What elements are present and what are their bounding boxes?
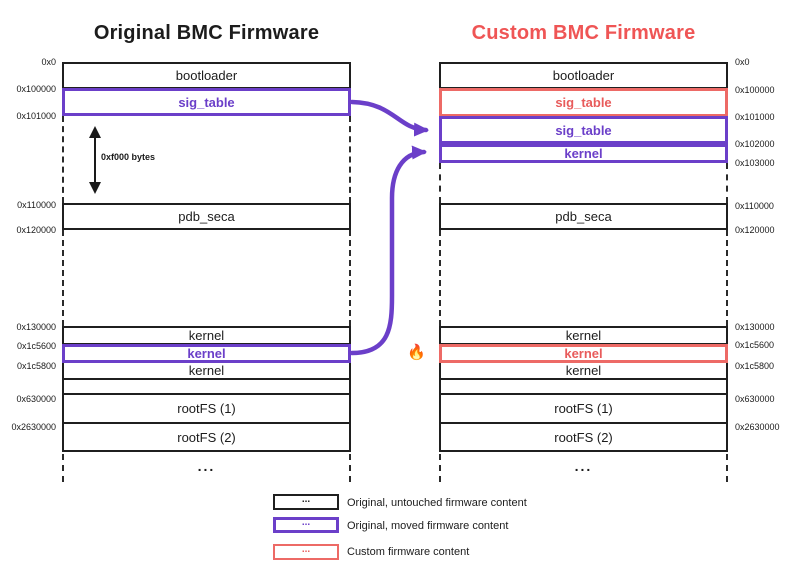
left-address-0x2630000: 0x2630000: [11, 422, 56, 432]
left-segment-kernel-3: kernel: [62, 363, 351, 380]
right-edge-connector-right: [726, 379, 728, 394]
left-edge-connector-left: [62, 379, 64, 394]
right-address-0x100000: 0x100000: [735, 85, 775, 95]
fire-emoji: 🔥: [407, 344, 426, 361]
right-dashed-gap-1-left: [439, 163, 441, 203]
left-address-0x101000: 0x101000: [16, 111, 56, 121]
legend-label-moved: Original, moved firmware content: [347, 520, 509, 532]
left-dashed-gap-1-right: [349, 116, 351, 203]
right-dashed-gap-2-right: [726, 230, 728, 326]
left-dashed-gap-2-left: [62, 230, 64, 326]
right-dashed-gap-1-right: [726, 163, 728, 203]
right-segment-sig-table-custom: sig_table: [439, 88, 728, 117]
right-segment-bootloader: bootloader: [439, 62, 728, 89]
right-address-0x101000: 0x101000: [735, 112, 775, 122]
right-address-0x2630000: 0x2630000: [735, 422, 780, 432]
right-address-0x0: 0x0: [735, 57, 750, 67]
right-column-title: Custom BMC Firmware: [471, 22, 696, 44]
right-segment-kernel-moved: kernel: [439, 144, 728, 163]
right-segment-pdb-seca: pdb_seca: [439, 203, 728, 230]
left-column-title: Original BMC Firmware: [93, 22, 320, 44]
left-edge-connector-right: [349, 379, 351, 394]
right-segment-kernel-custom: kernel: [439, 344, 728, 363]
legend-label-untouched: Original, untouched firmware content: [347, 497, 527, 509]
legend-swatch-moved-dots: ...: [301, 517, 311, 528]
legend-swatch-untouched: ...: [273, 494, 339, 510]
left-address-0x1c5600: 0x1c5600: [16, 341, 56, 351]
legend-swatch-moved: ...: [273, 517, 339, 533]
sig-table-move-arrow: [349, 99, 429, 137]
left-address-0x110000: 0x110000: [17, 200, 56, 210]
right-address-0x102000: 0x102000: [735, 139, 775, 149]
right-segment-sig-table-moved: sig_table: [439, 116, 728, 144]
right-address-0x1c5800: 0x1c5800: [735, 361, 775, 371]
left-dashed-gap-2-right: [349, 230, 351, 326]
right-address-0x103000: 0x103000: [735, 158, 775, 168]
left-address-0x1c5800: 0x1c5800: [16, 361, 56, 371]
right-address-0x630000: 0x630000: [735, 394, 775, 404]
right-address-0x120000: 0x120000: [735, 225, 775, 235]
right-segment-rootfs-2: rootFS (2): [439, 424, 728, 452]
kernel-move-arrow: [349, 145, 427, 356]
legend-swatch-custom: ...: [273, 544, 339, 560]
left-address-0x630000: 0x630000: [16, 394, 56, 404]
right-segment-kernel-1: kernel: [439, 326, 728, 345]
right-address-0x1c5600: 0x1c5600: [735, 340, 775, 350]
legend-label-custom: Custom firmware content: [347, 546, 470, 558]
right-edge-connector-left: [439, 379, 441, 394]
legend-swatch-untouched-dots: ...: [301, 494, 311, 505]
right-dashed-gap-2-left: [439, 230, 441, 326]
legend-swatch-custom-dots: ...: [301, 544, 311, 555]
right-segment-kernel-3: kernel: [439, 363, 728, 380]
right-address-0x130000: 0x130000: [735, 322, 775, 332]
left-dashed-gap-1-left: [62, 116, 64, 203]
left-segment-kernel-1: kernel: [62, 326, 351, 345]
left-address-0x0: 0x0: [41, 57, 56, 67]
left-segment-pdb-seca: pdb_seca: [62, 203, 351, 230]
right-ellipsis: ...: [574, 458, 593, 474]
left-dashed-bottom-right: [349, 454, 351, 482]
left-address-0x120000: 0x120000: [16, 225, 56, 235]
left-ellipsis: ...: [197, 458, 216, 474]
left-segment-sig-table: sig_table: [62, 88, 351, 116]
right-segment-rootfs-1: rootFS (1): [439, 393, 728, 424]
left-segment-bootloader: bootloader: [62, 62, 351, 89]
right-dashed-bottom-left: [439, 454, 441, 482]
right-address-0x110000: 0x110000: [735, 201, 774, 211]
left-segment-rootfs-1: rootFS (1): [62, 393, 351, 424]
right-dashed-bottom-right: [726, 454, 728, 482]
gap-size-label: 0xf000 bytes: [101, 152, 156, 162]
left-address-0x100000: 0x100000: [16, 84, 56, 94]
left-segment-kernel-moved: kernel: [62, 344, 351, 363]
left-segment-rootfs-2: rootFS (2): [62, 424, 351, 452]
left-address-0x130000: 0x130000: [16, 322, 56, 332]
left-dashed-bottom-left: [62, 454, 64, 482]
